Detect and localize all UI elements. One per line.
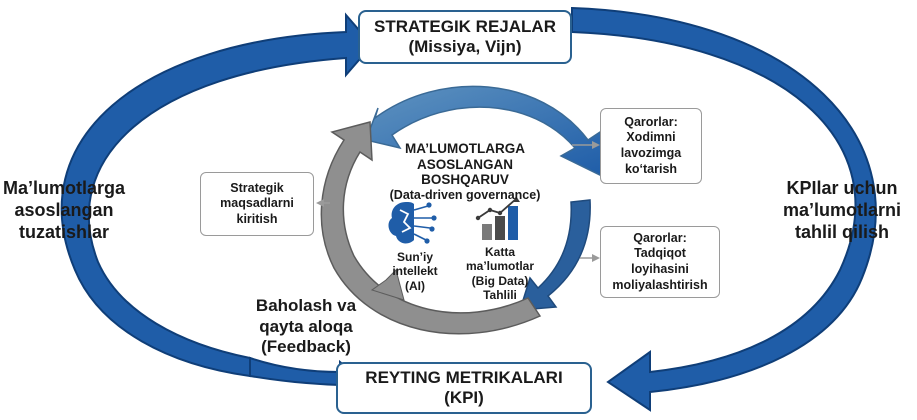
ai-label: Sun’iy intellekt (AI) bbox=[380, 250, 450, 293]
connector-right-bottom bbox=[580, 254, 600, 262]
connector-right-top bbox=[572, 141, 600, 149]
right-box-2-line-1: Qarorlar: bbox=[633, 230, 687, 245]
bigdata-label-line-1: Katta bbox=[484, 245, 515, 259]
center-title-line-4: (Data-driven governance) bbox=[389, 187, 541, 202]
kpi-metrics-subtitle: (KPI) bbox=[444, 388, 484, 407]
feedback-line-2: qayta aloqa bbox=[259, 316, 353, 336]
outer-arrow-right bbox=[571, 6, 877, 412]
strategic-plans-subtitle: (Missiya, Vijn) bbox=[408, 37, 522, 56]
right-box-1-line-2: Xodimni bbox=[626, 130, 676, 145]
right-cycle-label: KPIlar uchun ma’lumotlarni tahlil qilish bbox=[772, 178, 912, 244]
connector-left bbox=[316, 199, 330, 207]
left-label-line-2: asoslangan bbox=[14, 199, 114, 220]
bigdata-label-line-3: (Big Data) bbox=[471, 273, 529, 288]
right-label-line-2: ma’lumotlarni bbox=[782, 199, 902, 220]
left-box-line-1: Strategik bbox=[230, 180, 284, 195]
decision-promotion-box: Qarorlar: Xodimni lavozimga ko‘tarish bbox=[600, 108, 702, 184]
ai-label-line-2: intellekt bbox=[392, 264, 438, 279]
left-box-line-3: kiritish bbox=[236, 211, 278, 226]
right-box-1-line-3: lavozimga bbox=[620, 146, 682, 160]
left-cycle-label: Ma’lumotlarga asoslangan tuzatishlar bbox=[0, 178, 128, 244]
right-box-2-line-2: Tadqiqot bbox=[634, 246, 686, 261]
right-box-1-line-4: ko‘tarish bbox=[624, 161, 678, 176]
kpi-metrics-box: REYTING METRIKALARI (KPI) bbox=[336, 362, 592, 414]
right-box-1-line-1: Qarorlar: bbox=[624, 114, 678, 129]
left-label-line-3: tuzatishlar bbox=[18, 221, 110, 242]
left-label-line-1: Ma’lumotlarga bbox=[2, 178, 126, 198]
decision-research-funding-box: Qarorlar: Tadqiqot loyihasini moliyalash… bbox=[600, 226, 720, 298]
right-box-2-line-4: moliyalashtirish bbox=[612, 277, 708, 292]
strategic-goals-input-box: Strategik maqsadlarni kiritish bbox=[200, 172, 314, 236]
inner-arrow-gray bbox=[320, 121, 542, 335]
right-box-2-line-3: loyihasini bbox=[631, 262, 689, 276]
right-label-line-3: tahlil qilish bbox=[794, 221, 889, 242]
bigdata-label-line-2: ma’lumotlar bbox=[465, 259, 534, 274]
ai-label-line-1: Sun’iy bbox=[396, 250, 433, 264]
inner-arrow-blue bbox=[364, 85, 604, 178]
feedback-line-1: Baholash va bbox=[255, 296, 357, 315]
brain-circuit-icon bbox=[388, 202, 437, 244]
strategic-plans-title: STRATEGIK REJALAR bbox=[374, 16, 556, 36]
center-title-line-2: ASOSLANGAN bbox=[416, 156, 513, 172]
kpi-metrics-title: REYTING METRIKALARI bbox=[365, 367, 563, 387]
center-title-line-3: BOSHQARUV bbox=[421, 172, 509, 188]
left-box-line-2: maqsadlarni bbox=[220, 196, 294, 211]
ai-label-line-3: (AI) bbox=[405, 278, 425, 293]
bigdata-label-line-4: Tahlili bbox=[483, 288, 517, 303]
bigdata-label: Katta ma’lumotlar (Big Data) Tahlili bbox=[458, 245, 542, 303]
right-label-line-1: KPIlar uchun bbox=[786, 178, 898, 198]
center-title: MA’LUMOTLARGA ASOSLANGAN BOSHQARUV (Data… bbox=[380, 141, 550, 202]
bar-chart-growth-icon bbox=[475, 196, 520, 240]
inner-arrow-gray-head bbox=[370, 269, 405, 301]
feedback-line-3: (Feedback) bbox=[261, 337, 351, 357]
feedback-label: Baholash va qayta aloqa (Feedback) bbox=[236, 296, 376, 358]
strategic-plans-box: STRATEGIK REJALAR (Missiya, Vijn) bbox=[358, 10, 572, 64]
center-title-line-1: MA’LUMOTLARGA bbox=[405, 141, 525, 156]
